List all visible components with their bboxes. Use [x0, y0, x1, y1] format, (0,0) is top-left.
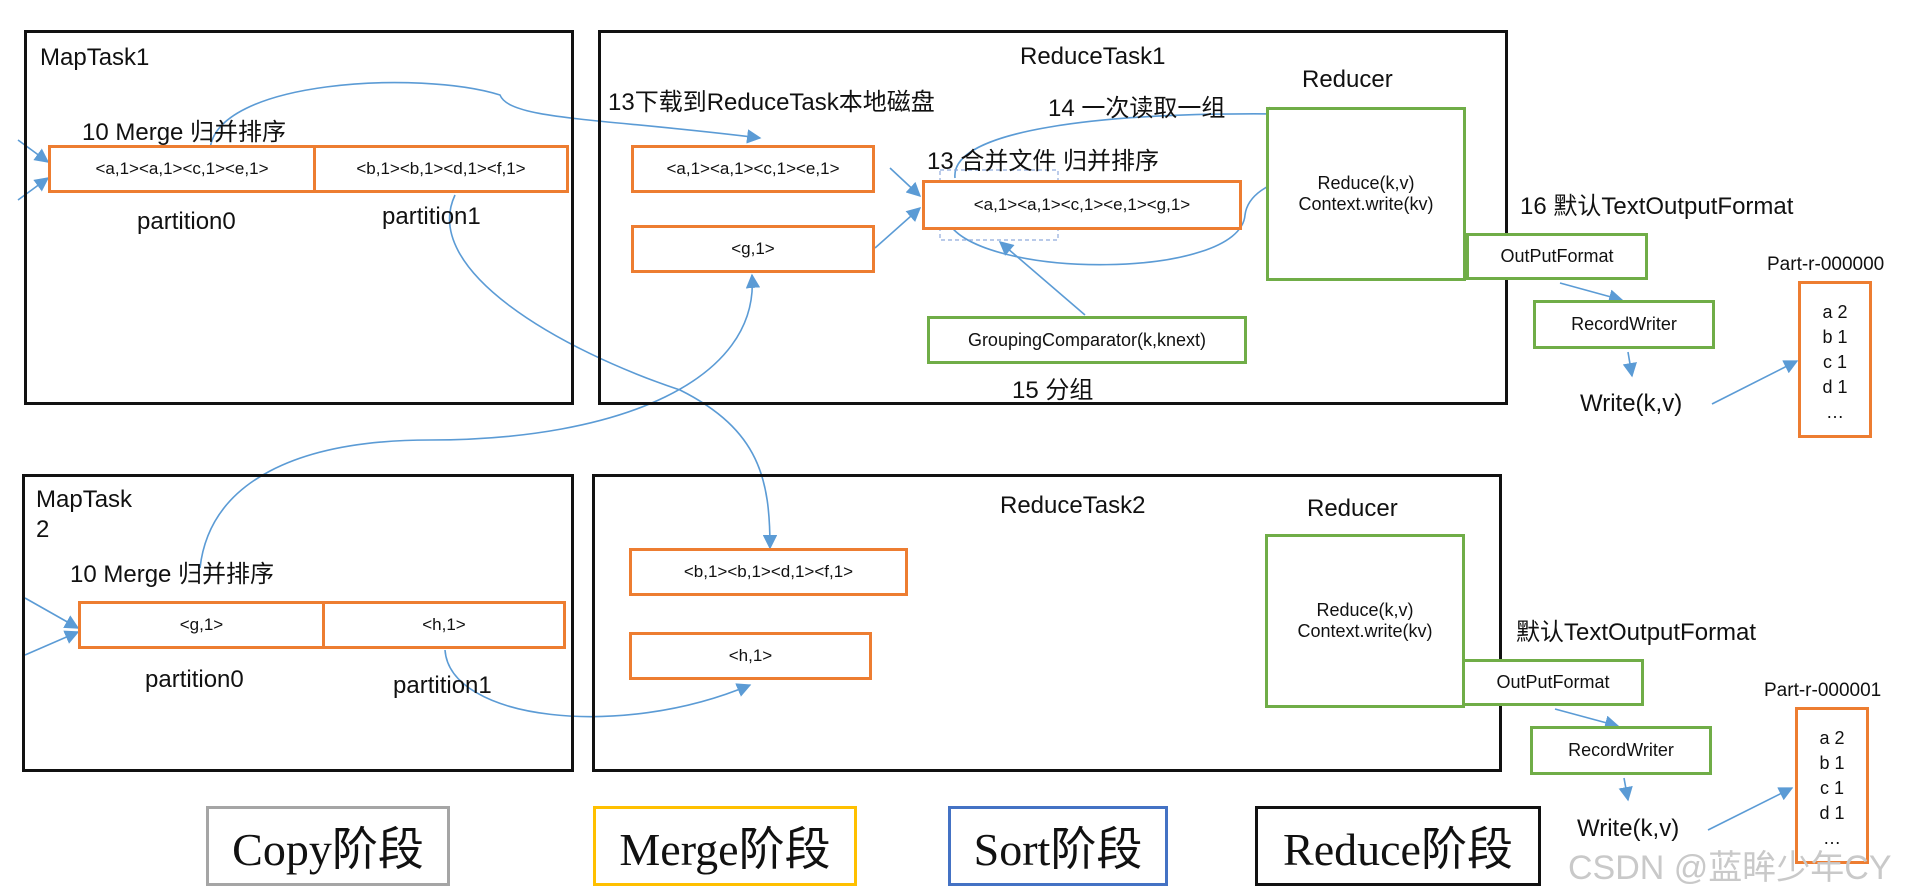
input-arrow: [24, 597, 80, 629]
input-arrow: [17, 139, 50, 163]
file-line: b 1: [1819, 753, 1845, 773]
reducetask1-panel: [598, 30, 1508, 405]
read-group-arrow: [954, 106, 1284, 179]
merge-arrow-a: [889, 167, 922, 197]
output2-file-lines: a 2 b 1 c 1 d 1 …: [1819, 726, 1844, 851]
output1-file-box: a 2 b 1 c 1 d 1 …: [1798, 281, 1872, 438]
reducer2-context-write: Context.write(kv): [1297, 621, 1433, 641]
copy-arrow-mt1-p0: [209, 81, 762, 151]
reducetask2-box-b: <b,1><b,1><d,1><f,1>: [629, 548, 908, 596]
maptask2-title-number: 2: [36, 516, 50, 543]
file-line: d 1: [1819, 803, 1845, 823]
reducer2-reduce-call: Reduce(k,v): [1316, 600, 1414, 620]
copy-arrow-mt1-p1: [448, 194, 778, 550]
output2-format-label: 默认TextOutputFormat: [1516, 619, 1757, 646]
output1-file-lines: a 2 b 1 c 1 d 1 …: [1822, 300, 1847, 425]
maptask2-merge-label: 10 Merge 归并排序: [70, 561, 275, 588]
maptask1-partition1-label: partition1: [382, 203, 481, 230]
maptask1-partition1-box: <b,1><b,1><d,1><f,1>: [313, 145, 569, 193]
output1-file-name: Part-r-000000: [1767, 254, 1885, 275]
output2-file-box: a 2 b 1 c 1 d 1 …: [1795, 707, 1869, 864]
reducer2-title: Reducer: [1307, 495, 1398, 522]
reducetask1-merge-label: 13 合并文件 归并排序: [927, 148, 1160, 175]
maptask1-panel: [24, 30, 574, 405]
legend-copy-phase: Copy阶段: [206, 806, 450, 886]
write-arrow-1: [1711, 360, 1799, 405]
file-line: …: [1826, 402, 1844, 422]
recordwriter-arrow-2: [1618, 777, 1633, 802]
reducer1-context-write: Context.write(kv): [1298, 194, 1434, 214]
maptask1-partition0-label: partition0: [137, 208, 236, 235]
maptask2-panel: [22, 474, 574, 772]
file-line: a 2: [1819, 728, 1845, 748]
maptask1-title: MapTask1: [40, 44, 150, 71]
maptask2-partition1-box: <h,1>: [322, 601, 566, 649]
write-arrow-2: [1707, 787, 1794, 831]
maptask2-partition1-label: partition1: [393, 672, 492, 699]
legend-reduce-phase: Reduce阶段: [1255, 806, 1541, 886]
output1-recordwriter-box: RecordWriter: [1533, 300, 1715, 349]
maptask2-title: MapTask: [36, 486, 133, 513]
output1-write-label: Write(k,v): [1580, 390, 1683, 417]
file-line: b 1: [1822, 327, 1848, 347]
reducetask1-box-a: <a,1><a,1><c,1><e,1>: [631, 145, 875, 193]
reducetask2-title: ReduceTask2: [1000, 492, 1146, 519]
reducer2-box: Reduce(k,v) Context.write(kv): [1265, 534, 1465, 708]
file-line: d 1: [1822, 377, 1848, 397]
group-highlight-outer: [939, 169, 1059, 241]
reducetask1-title: ReduceTask1: [1020, 43, 1166, 70]
reducetask1-download-label: 13下载到ReduceTask本地磁盘: [608, 89, 935, 116]
legend-merge-phase: Merge阶段: [593, 806, 857, 886]
file-line: c 1: [1822, 352, 1847, 372]
output2-write-label: Write(k,v): [1577, 815, 1680, 842]
reducetask2-box-h: <h,1>: [629, 632, 872, 680]
outputformat-arrow-1: [1559, 282, 1624, 304]
output1-outputformat-box: OutPutFormat: [1466, 233, 1648, 280]
reducer1-title: Reducer: [1302, 66, 1393, 93]
reducetask1-read-label: 14 一次读取一组: [1048, 95, 1226, 122]
outputformat-arrow-2: [1554, 708, 1620, 730]
reducer1-box: Reduce(k,v) Context.write(kv): [1266, 107, 1466, 281]
reducetask1-merged-box: <a,1><a,1><c,1><e,1><g,1>: [922, 180, 1242, 230]
maptask2-partition0-label: partition0: [145, 666, 244, 693]
file-line: a 2: [1822, 302, 1848, 322]
input-arrow: [24, 630, 80, 656]
merge-arrow-g: [874, 207, 922, 249]
file-line: c 1: [1819, 778, 1844, 798]
maptask2-partition0-box: <g,1>: [78, 601, 325, 649]
reducetask1-box-g: <g,1>: [631, 225, 875, 273]
grouping-arrow: [998, 241, 1086, 316]
maptask1-partition0-box: <a,1><a,1><c,1><e,1>: [48, 145, 316, 193]
input-arrow: [17, 177, 50, 201]
grouping-comparator-box: GroupingComparator(k,knext): [927, 316, 1247, 364]
copy-arrow-mt2-p0: [199, 273, 761, 569]
watermark: CSDN @蓝眸少年CY: [1568, 849, 1892, 887]
grouping-label: 15 分组: [1012, 377, 1094, 404]
reducetask2-panel: [592, 474, 1502, 772]
file-line: …: [1823, 828, 1841, 848]
output1-format-label: 16 默认TextOutputFormat: [1520, 193, 1794, 220]
output2-file-name: Part-r-000001: [1764, 680, 1882, 701]
maptask1-merge-label: 10 Merge 归并排序: [82, 119, 287, 146]
legend-sort-phase: Sort阶段: [948, 806, 1168, 886]
copy-arrow-mt2-p1: [444, 649, 752, 718]
recordwriter-arrow-1: [1622, 351, 1637, 378]
output2-recordwriter-box: RecordWriter: [1530, 726, 1712, 775]
output2-outputformat-box: OutPutFormat: [1462, 659, 1644, 706]
reducer1-reduce-call: Reduce(k,v): [1317, 173, 1415, 193]
